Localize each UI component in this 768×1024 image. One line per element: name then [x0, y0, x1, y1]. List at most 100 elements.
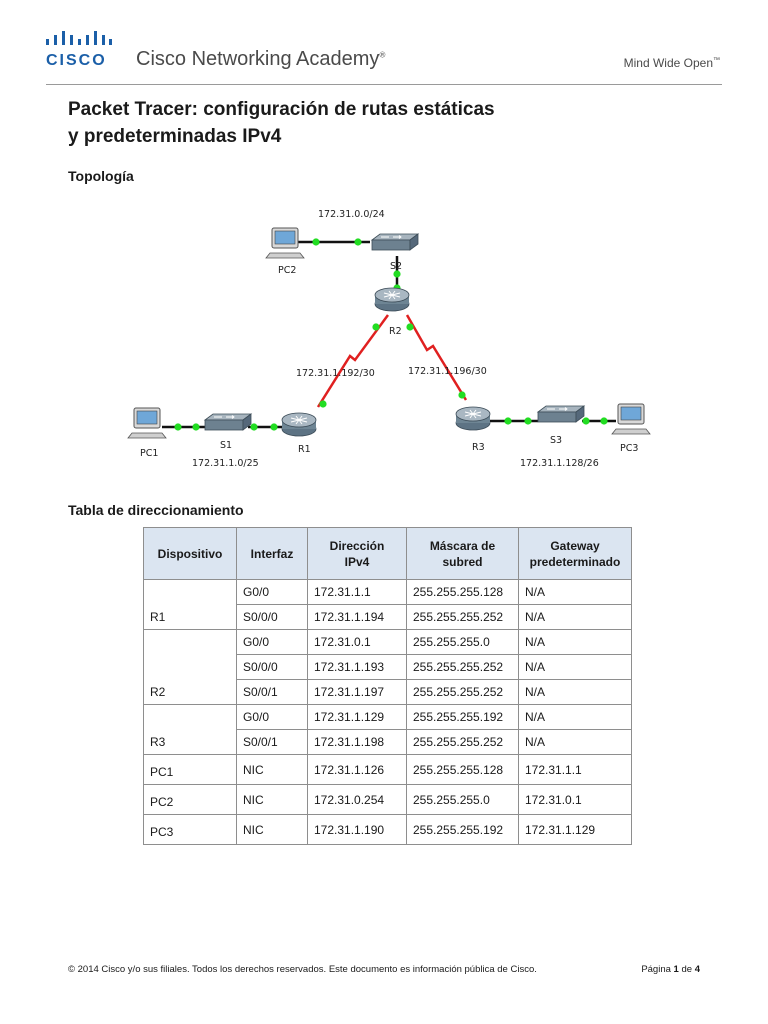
ip-cell: 172.31.1.194 — [307, 604, 407, 630]
router-r2-icon — [374, 287, 410, 312]
pc1-icon — [127, 407, 167, 439]
switch-s2-icon — [371, 233, 419, 251]
gateway-cell: 172.31.1.129 — [518, 814, 632, 845]
network-label-wan-r1-r2: 172.31.1.192/30 — [296, 368, 375, 379]
s2-label: S2 — [390, 261, 402, 272]
r1-label: R1 — [298, 444, 311, 455]
mask-cell: 255.255.255.252 — [406, 654, 519, 680]
switch-s3-icon — [537, 405, 585, 423]
device-cell: R2 — [143, 629, 237, 705]
router-r3-icon — [455, 406, 491, 431]
network-label-lan-r1: 172.31.1.0/25 — [192, 458, 259, 469]
pc2-label: PC2 — [278, 265, 296, 276]
copyright-text: © 2014 Cisco y/o sus filiales. Todos los… — [68, 964, 537, 975]
interface-cell: S0/0/1 — [236, 729, 308, 755]
topology-diagram: 172.31.0.0/24 PC2 S2 R2 172.31.1.192/30 … — [127, 209, 651, 469]
header-device: Dispositivo — [143, 527, 237, 580]
switch-s1-icon — [204, 413, 252, 431]
ip-cell: 172.31.1.1 — [307, 579, 407, 605]
gateway-cell: N/A — [518, 704, 632, 730]
page-title: Packet Tracer: configuración de rutas es… — [68, 99, 495, 147]
interface-cell: NIC — [236, 754, 308, 785]
interface-cell: G0/0 — [236, 579, 308, 605]
header-interface: Interfaz — [236, 527, 308, 580]
device-cell: PC1 — [143, 754, 237, 785]
mask-cell: 255.255.255.0 — [406, 784, 519, 815]
ip-cell: 172.31.1.126 — [307, 754, 407, 785]
device-cell: R1 — [143, 579, 237, 630]
interface-cell: G0/0 — [236, 704, 308, 730]
ip-cell: 172.31.0.254 — [307, 784, 407, 815]
mask-cell: 255.255.255.252 — [406, 729, 519, 755]
gateway-cell: N/A — [518, 629, 632, 655]
header-divider — [46, 84, 722, 85]
pc2-icon — [265, 227, 305, 259]
mask-cell: 255.255.255.192 — [406, 814, 519, 845]
tagline: Mind Wide Open™ — [623, 56, 720, 70]
gateway-cell: N/A — [518, 604, 632, 630]
router-r1-icon — [281, 412, 317, 437]
pc3-icon — [611, 403, 651, 435]
ip-cell: 172.31.1.129 — [307, 704, 407, 730]
s3-label: S3 — [550, 435, 562, 446]
page-header: CISCO Cisco Networking Academy® Mind Wid… — [0, 0, 768, 90]
interface-cell: NIC — [236, 814, 308, 845]
gateway-cell: N/A — [518, 729, 632, 755]
gateway-cell: 172.31.1.1 — [518, 754, 632, 785]
ip-cell: 172.31.1.193 — [307, 654, 407, 680]
pc3-label: PC3 — [620, 443, 638, 454]
cisco-wordmark: CISCO — [46, 52, 107, 69]
serial-links — [316, 314, 468, 408]
interface-cell: NIC — [236, 784, 308, 815]
network-label-lan-r3: 172.31.1.128/26 — [520, 458, 599, 469]
gateway-cell: N/A — [518, 679, 632, 705]
pc1-label: PC1 — [140, 448, 158, 459]
r2-label: R2 — [389, 326, 402, 337]
port-indicators — [174, 238, 608, 431]
ip-cell: 172.31.1.197 — [307, 679, 407, 705]
interface-cell: G0/0 — [236, 629, 308, 655]
addressing-heading: Tabla de direccionamiento — [68, 502, 244, 518]
s1-label: S1 — [220, 440, 232, 451]
device-cell: PC2 — [143, 784, 237, 815]
mask-cell: 255.255.255.128 — [406, 754, 519, 785]
mask-cell: 255.255.255.0 — [406, 629, 519, 655]
gateway-cell: N/A — [518, 654, 632, 680]
mask-cell: 255.255.255.252 — [406, 679, 519, 705]
mask-cell: 255.255.255.192 — [406, 704, 519, 730]
network-label-wan-r2-r3: 172.31.1.196/30 — [408, 366, 487, 377]
mask-cell: 255.255.255.128 — [406, 579, 519, 605]
ip-cell: 172.31.0.1 — [307, 629, 407, 655]
mask-cell: 255.255.255.252 — [406, 604, 519, 630]
device-cell: R3 — [143, 704, 237, 755]
interface-cell: S0/0/1 — [236, 679, 308, 705]
ip-cell: 172.31.1.190 — [307, 814, 407, 845]
page-footer: © 2014 Cisco y/o sus filiales. Todos los… — [68, 964, 700, 975]
gateway-cell: 172.31.0.1 — [518, 784, 632, 815]
interface-cell: S0/0/0 — [236, 654, 308, 680]
ip-cell: 172.31.1.198 — [307, 729, 407, 755]
cisco-bridge-logo-icon — [46, 31, 112, 45]
gateway-cell: N/A — [518, 579, 632, 605]
device-cell: PC3 — [143, 814, 237, 845]
academy-name: Cisco Networking Academy® — [136, 48, 386, 70]
r3-label: R3 — [472, 442, 485, 453]
interface-cell: S0/0/0 — [236, 604, 308, 630]
network-label-lan-r2: 172.31.0.0/24 — [318, 209, 385, 220]
page-number: Página 1 de 4 — [641, 964, 700, 975]
topology-heading: Topología — [68, 168, 134, 184]
